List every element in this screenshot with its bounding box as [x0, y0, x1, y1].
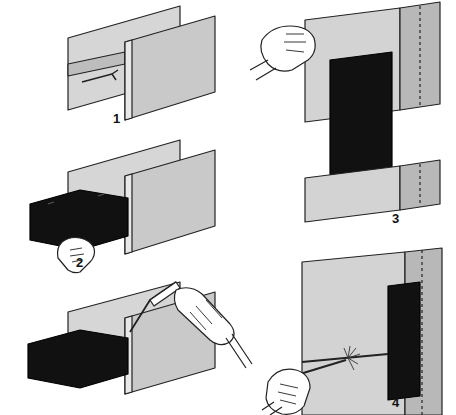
callout-number: 4	[392, 396, 399, 410]
beam-section	[68, 6, 215, 120]
beam-section	[262, 248, 442, 415]
callout-number: 2	[76, 256, 83, 270]
callout-number: 3	[392, 212, 399, 226]
callout-number: 1	[113, 112, 120, 126]
beam-section	[250, 2, 440, 222]
beam-section	[28, 282, 252, 394]
beam-section	[30, 140, 215, 273]
